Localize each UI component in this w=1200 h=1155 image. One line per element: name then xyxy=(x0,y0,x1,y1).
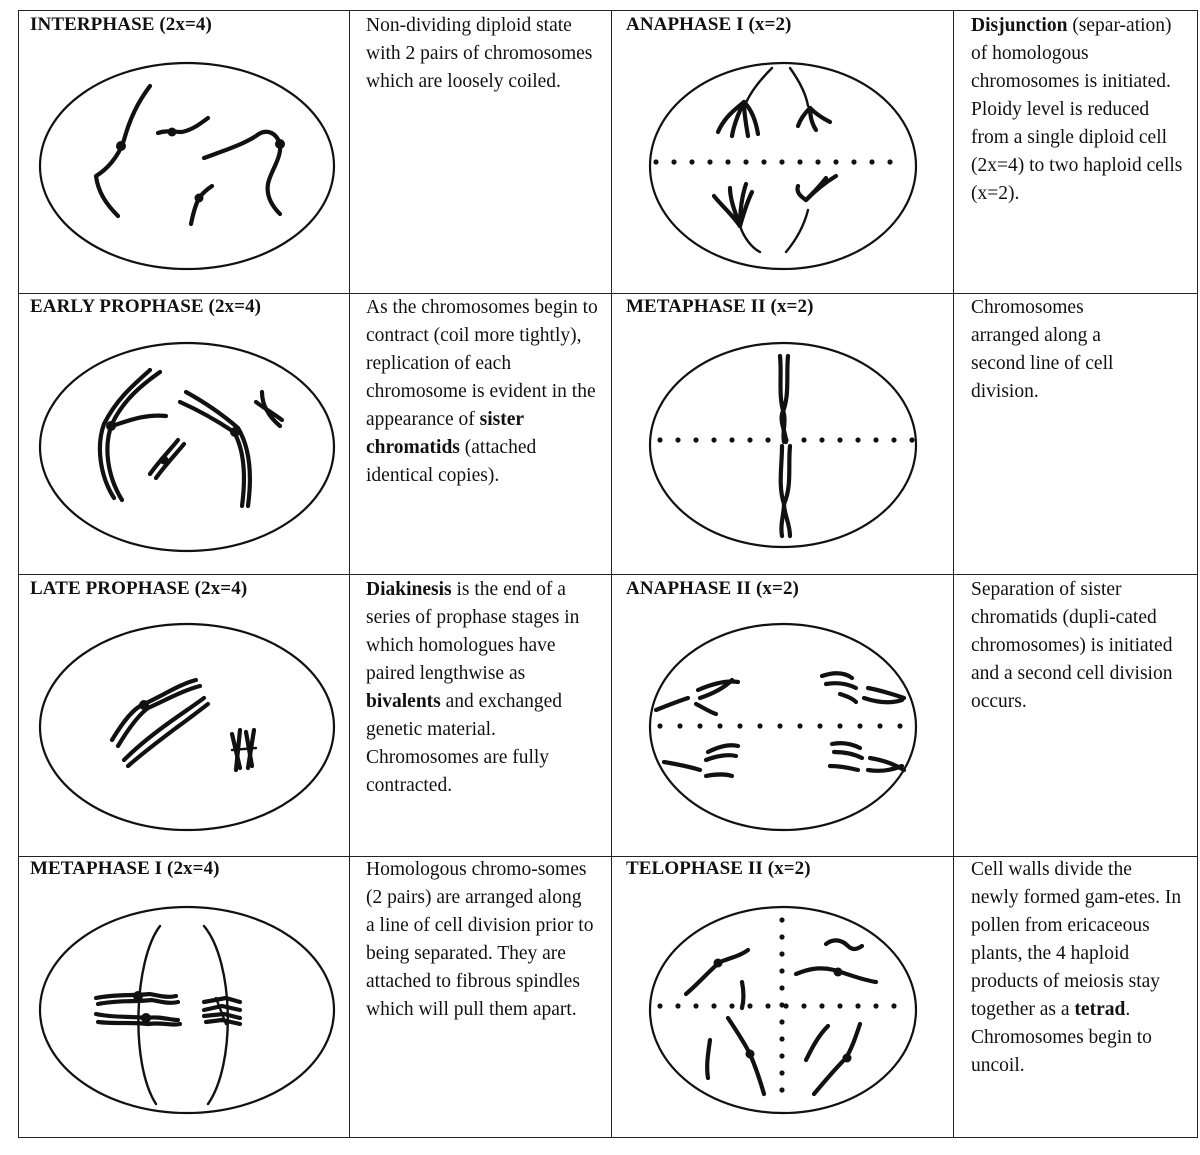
bivalent xyxy=(229,727,258,773)
anaphase-ii-cell-drawing xyxy=(648,622,918,832)
chromosome xyxy=(683,947,751,997)
cell-division-line xyxy=(657,1003,897,1009)
cell-outline xyxy=(38,341,336,553)
stage-title: METAPHASE I (2x=4) xyxy=(30,858,220,879)
spindle-fiber xyxy=(742,66,774,110)
description-text: is the end of a series of prophase stage… xyxy=(366,579,580,684)
stage-description: Homologous chromo-somes (2 pairs) are ar… xyxy=(366,856,594,1024)
description-text: and exchanged genetic material. Chromoso… xyxy=(366,691,563,796)
cell-outline xyxy=(648,61,918,271)
chromosome-pair xyxy=(147,437,187,481)
key-term: bivalents xyxy=(366,691,441,712)
chromosome-group xyxy=(715,99,761,139)
chromatid-group xyxy=(653,677,741,717)
description-text: (separ-ation) of homologous chromosomes … xyxy=(971,15,1183,204)
description-text: Separation of sister chromatids (dupli-c… xyxy=(971,579,1173,712)
stage-title: LATE PROPHASE (2x=4) xyxy=(30,578,248,599)
stage-description: Cell walls divide the newly formed gam-e… xyxy=(971,856,1183,1080)
stage-title: ANAPHASE II (x=2) xyxy=(626,578,799,599)
key-term: Disjunction xyxy=(971,15,1068,36)
stage-title: ANAPHASE I (x=2) xyxy=(626,14,792,35)
stage-description: As the chromosomes begin to contract (co… xyxy=(366,294,604,490)
stage-title: EARLY PROPHASE (2x=4) xyxy=(30,296,262,317)
late-prophase-cell-drawing xyxy=(38,622,336,832)
cell-division-line xyxy=(657,437,915,443)
description-text: As the chromosomes begin to contract (co… xyxy=(366,297,598,430)
chromosome-pair xyxy=(777,353,791,445)
stage-title: METAPHASE II (x=2) xyxy=(626,296,814,317)
chromosome xyxy=(803,1023,831,1063)
spindle-fiber xyxy=(137,924,162,1106)
chromosome xyxy=(793,966,879,985)
stage-description: Diakinesis is the end of a series of pro… xyxy=(366,576,598,800)
description-text: (attached identical copies). xyxy=(366,437,537,486)
cell-outline xyxy=(648,622,918,832)
chromosome xyxy=(705,1037,713,1081)
chromosome xyxy=(739,979,746,1011)
cell-division-line xyxy=(779,917,785,1093)
chromatid-group xyxy=(819,671,907,705)
chromosome-pair xyxy=(253,389,285,429)
metaphase-ii-cell-drawing xyxy=(648,341,918,549)
cell-division-line xyxy=(657,723,903,729)
metaphase-i-cell-drawing xyxy=(38,905,336,1115)
cell-division-line xyxy=(653,159,893,165)
chromosome-group xyxy=(795,105,833,133)
description-text: Non-dividing diploid state with 2 pairs … xyxy=(366,15,593,92)
cell-outline xyxy=(38,61,336,271)
chromosome-group xyxy=(711,181,755,229)
meiosis-stages-table xyxy=(18,10,1198,1138)
cell-outline xyxy=(648,905,918,1115)
key-term: sister chromatids xyxy=(366,409,524,458)
chromosome xyxy=(93,83,153,219)
chromosome xyxy=(811,1021,863,1097)
description-text: Chromosomes arranged along a second line… xyxy=(971,297,1114,402)
interphase-cell-drawing xyxy=(38,61,336,271)
spindle-fiber xyxy=(738,224,762,254)
key-term: Diakinesis xyxy=(366,579,452,600)
chromosome xyxy=(188,183,215,227)
stage-title: INTERPHASE (2x=4) xyxy=(30,14,212,35)
chromosome xyxy=(823,938,865,952)
early-prophase-cell-drawing xyxy=(38,341,336,553)
telophase-ii-cell-drawing xyxy=(648,905,918,1115)
cell-outline xyxy=(38,905,336,1115)
description-text: Homologous chromo-somes (2 pairs) are ar… xyxy=(366,859,594,1020)
stage-description: Separation of sister chromatids (dupli-c… xyxy=(971,576,1176,716)
chromosome-group xyxy=(795,173,839,203)
chromosome-pair xyxy=(97,367,169,503)
stage-description: Disjunction (separ-ation) of homologous … xyxy=(971,12,1183,208)
stage-title: TELOPHASE II (x=2) xyxy=(626,858,811,879)
key-term: tetrad xyxy=(1074,999,1126,1020)
cell-outline xyxy=(648,341,918,549)
row-divider xyxy=(19,856,1197,857)
cell-outline xyxy=(38,622,336,832)
description-text: Cell walls divide the newly formed gam-e… xyxy=(971,859,1182,1020)
spindle-fiber xyxy=(788,66,810,108)
chromosome xyxy=(201,129,285,217)
chromosome xyxy=(155,115,211,137)
chromosome-pair xyxy=(177,389,252,509)
chromatid-group xyxy=(661,743,741,779)
row-divider xyxy=(19,574,1197,575)
description-text: . Chromosomes begin to uncoil. xyxy=(971,999,1152,1076)
bivalent xyxy=(109,677,211,769)
spindle-fiber xyxy=(784,208,810,254)
chromatid-group xyxy=(827,741,907,773)
chromosome-pair xyxy=(778,443,793,539)
anaphase-i-cell-drawing xyxy=(648,61,918,271)
chromosome-pair xyxy=(93,991,183,1027)
chromosome-pair xyxy=(201,995,243,1027)
row-divider xyxy=(19,293,1197,294)
stage-description: Chromosomes arranged along a second line… xyxy=(971,294,1151,406)
chromosome xyxy=(725,1015,767,1097)
stage-description: Non-dividing diploid state with 2 pairs … xyxy=(366,12,598,96)
